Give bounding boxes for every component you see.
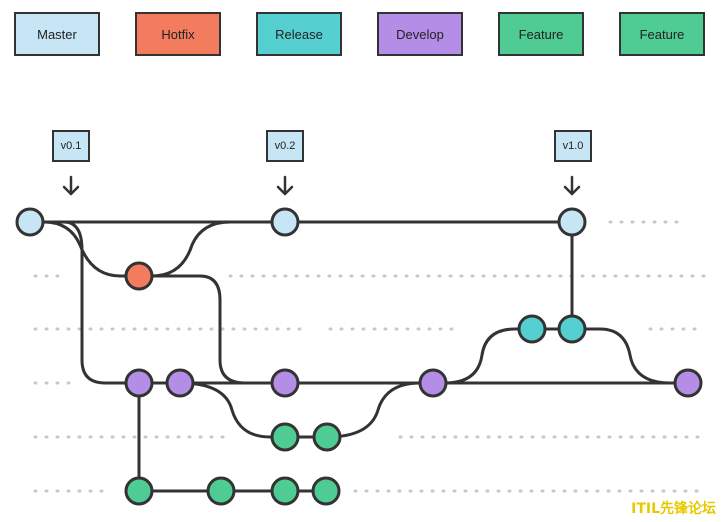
arrow-v1-0: [563, 175, 581, 196]
commit-master-v1-0: [557, 207, 587, 237]
arrow-v0-2: [276, 175, 294, 196]
commit-feature2-2: [206, 476, 236, 506]
legend-feature-1: Feature: [498, 12, 584, 56]
branch-lines: [30, 220, 688, 493]
commit-develop-1: [124, 368, 154, 398]
commit-develop-5: [673, 368, 703, 398]
hotfix-to-develop: [152, 274, 246, 385]
branch-legend: Master Hotfix Release Develop Feature Fe…: [14, 12, 705, 56]
commit-feature2-4: [311, 476, 341, 506]
commit-feature2-3: [270, 476, 300, 506]
commit-feature1-1: [270, 422, 300, 452]
watermark: ITIL先锋论坛: [631, 501, 716, 517]
hotfix-branch-out: [43, 220, 139, 278]
commit-master-v0-2: [270, 207, 300, 237]
feature1-branch: [179, 381, 421, 439]
commit-release-2: [557, 314, 587, 344]
hotfix-to-master: [151, 220, 231, 278]
develop-from-master: [63, 220, 106, 385]
release-branch: [444, 327, 671, 385]
tag-arrows: [62, 175, 581, 196]
commit-develop-3: [270, 368, 300, 398]
tag-v0-1: v0.1: [52, 130, 90, 162]
commit-develop-4: [418, 368, 448, 398]
commit-master-v0-1: [15, 207, 45, 237]
legend-hotfix: Hotfix: [135, 12, 221, 56]
commits: [15, 207, 703, 506]
commit-feature1-2: [312, 422, 342, 452]
commit-release-1: [517, 314, 547, 344]
tag-v0-2: v0.2: [266, 130, 304, 162]
legend-feature-2: Feature: [619, 12, 705, 56]
tag-v1-0: v1.0: [554, 130, 592, 162]
commit-develop-2: [165, 368, 195, 398]
arrow-v0-1: [62, 175, 80, 196]
commit-hotfix: [124, 261, 154, 291]
dotted-guides: [33, 220, 707, 493]
legend-release: Release: [256, 12, 342, 56]
legend-develop: Develop: [377, 12, 463, 56]
legend-master: Master: [14, 12, 100, 56]
commit-feature2-1: [124, 476, 154, 506]
